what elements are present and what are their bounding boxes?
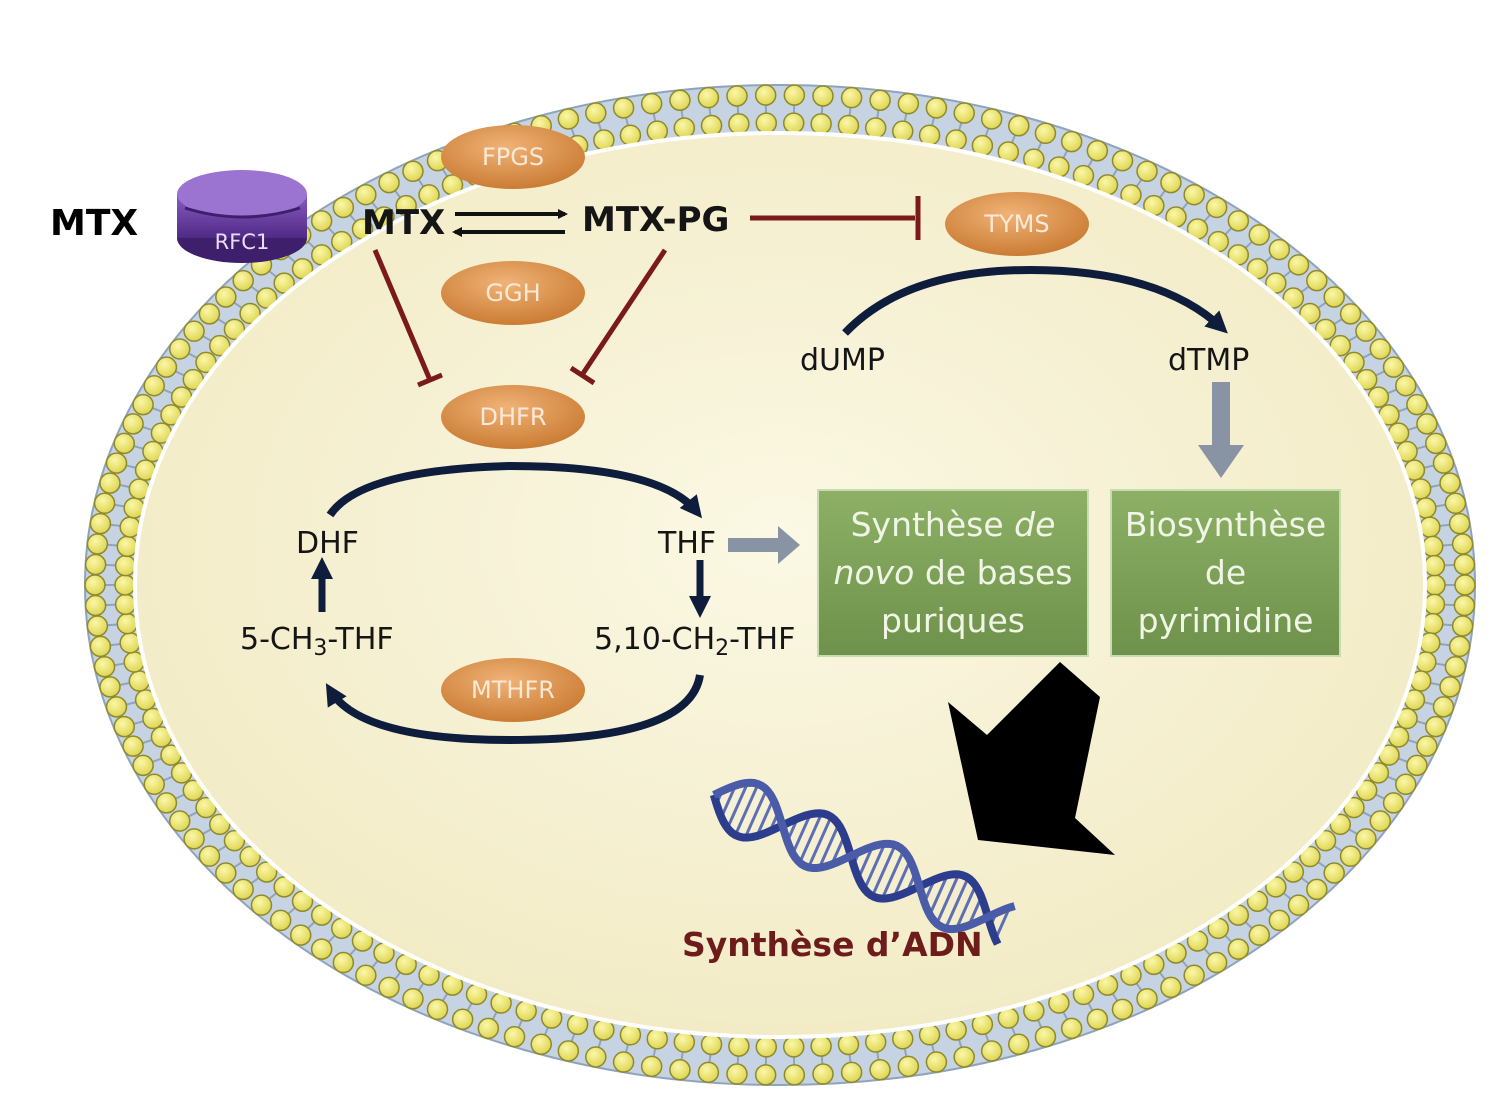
purine-synthesis-box: Synthèse de novo de bases puriques (818, 490, 1088, 656)
ch3-thf-sub: 3 (313, 636, 328, 661)
grey-arrows (728, 382, 1244, 564)
cytoplasm (133, 131, 1427, 1039)
fpgs-label: FPGS (481, 143, 545, 171)
ch2-thf-label: 5,10-CH2-THF (594, 622, 795, 661)
pyrimidine-box-bg (1110, 489, 1341, 657)
dhfr-label: DHFR (479, 403, 547, 431)
pyrimidine-biosynthesis-box: Biosynthèse de pyrimidine (1111, 490, 1340, 656)
dump-label: dUMP (800, 343, 885, 378)
ggh-enzyme (441, 261, 585, 325)
purine-l2b: de bases (914, 553, 1073, 592)
mthfr-enzyme (441, 658, 585, 722)
mthfr-label: MTHFR (471, 676, 555, 704)
purine-l3: puriques (881, 601, 1025, 640)
dna-helix (709, 778, 1016, 946)
thf-label: THF (658, 526, 717, 561)
pyrimidine-l1: Biosynthèse (1124, 505, 1327, 544)
enzyme-shapes (441, 125, 1089, 722)
rfc1-label: RFC1 (214, 230, 270, 254)
ch2-thf-post: -THF (729, 622, 796, 657)
tyms-reaction-arc (842, 265, 1228, 336)
purine-l1a: Synthèse (850, 505, 1015, 544)
tyms-enzyme (945, 192, 1089, 256)
inhibition-lines (372, 196, 921, 388)
mtx-pg-label: MTX-PG (582, 200, 730, 240)
pyrimidine-l3: pyrimidine (1137, 601, 1314, 640)
tyms-label: TYMS (984, 210, 1050, 238)
mtx-label: MTX (362, 203, 446, 243)
ggh-label: GGH (485, 279, 541, 307)
dtmp-label: dTMP (1168, 343, 1250, 378)
ch2-thf-pre: 5,10-CH (594, 622, 716, 657)
ch3-thf-post: -THF (327, 622, 394, 657)
dhf-label: DHF (296, 526, 359, 561)
ch3-thf-label: 5-CH3-THF (240, 622, 394, 661)
purine-l1b: de (1014, 505, 1056, 544)
rfc1-transporter (177, 170, 307, 263)
purine-l2a: novo (833, 553, 915, 592)
ch3-thf-pre: 5-CH (240, 622, 314, 657)
fpgs-enzyme (441, 125, 585, 189)
big-black-arrow (948, 662, 1115, 855)
ch2-thf-sub: 2 (715, 636, 730, 661)
dhfr-enzyme (441, 385, 585, 449)
folate-cycle (311, 461, 711, 745)
purine-box-bg (817, 489, 1089, 657)
dna-synthesis-label: Synthèse d’ADN (682, 925, 983, 964)
reversible-arrows (452, 209, 568, 237)
pyrimidine-l2: de (1204, 553, 1247, 592)
outside-mtx-label: MTX (50, 203, 139, 244)
